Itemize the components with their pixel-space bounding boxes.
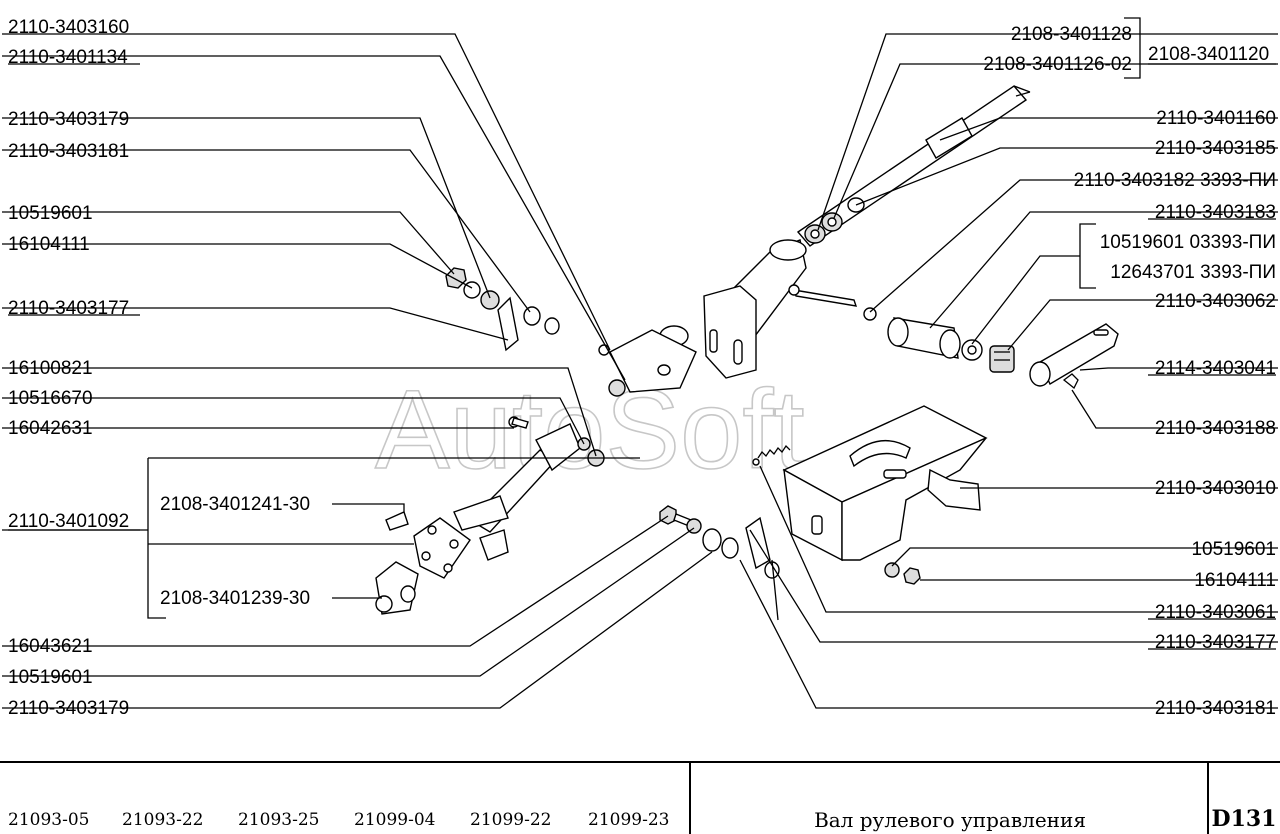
label-right-13: 2110-3403061	[1155, 602, 1276, 623]
model-code: 21093-05	[8, 810, 89, 830]
group-label: 2108-3401120	[1148, 44, 1276, 65]
washer-nut-right	[884, 562, 921, 585]
left-fasteners	[445, 267, 560, 352]
label-right-15: 2110-3403181	[1155, 698, 1276, 719]
model-code: 21093-25	[238, 810, 319, 830]
label-left-6: 16104111	[8, 234, 90, 255]
bottom-fasteners	[659, 505, 780, 579]
label-right-5: 2110-3403182 3393-ПИ	[1074, 170, 1276, 191]
label-right-7: 2110-3403062	[1155, 291, 1276, 312]
footer: 21093-05 21093-22 21093-25 21099-04 2109…	[0, 761, 1280, 834]
label-right-12: 16104111	[1194, 570, 1276, 591]
label-right-10: 2110-3403010	[1155, 478, 1276, 499]
label-right-2: 2108-3401126-02	[983, 54, 1132, 75]
label-left-8: 16100821	[8, 358, 93, 379]
label-right-3: 2110-3401160	[1156, 108, 1276, 129]
label-right-9: 2110-3403188	[1155, 418, 1276, 439]
label-left-4: 2110-3403181	[8, 141, 129, 162]
label-left-3: 2110-3403179	[8, 109, 129, 130]
sheet-title: Вал рулевого управления	[814, 808, 1086, 832]
adjust-nut-3403062	[989, 345, 1015, 373]
bracket-label-1: 10519601 03393-ПИ	[1100, 232, 1276, 253]
label-right-14: 2110-3403177	[1155, 632, 1276, 653]
label-right-6: 2110-3403183	[1155, 202, 1276, 223]
label-right-8: 2114-3403041	[1155, 358, 1276, 379]
bushing-3403183	[887, 317, 983, 361]
joint-3401239	[375, 561, 419, 615]
intermediate-shaft-3401092	[453, 416, 605, 533]
model-code: 21099-04	[354, 810, 435, 830]
labels-right: 2108-3401128 2108-3401126-02 2110-340116…	[983, 24, 1276, 719]
bracket-labels: 10519601 03393-ПИ 12643701 3393-ПИ	[1100, 232, 1276, 283]
label-left-14: 2110-3403179	[8, 698, 129, 719]
label-inner-2: 2108-3401239-30	[160, 588, 310, 609]
label-left-10: 16042631	[8, 418, 93, 439]
model-code: 21099-23	[588, 810, 669, 830]
labels-left: 2110-3403160 2110-3401134 2110-3403179 2…	[8, 17, 140, 719]
label-right-11: 10519601	[1191, 539, 1276, 560]
label-left-11: 2110-3401092	[8, 511, 129, 532]
spring-3403061	[752, 444, 791, 466]
label-left-5: 10519601	[8, 203, 93, 224]
label-right-4: 2110-3403185	[1155, 138, 1276, 159]
bracket-3403010	[782, 405, 988, 562]
label-left-1: 2110-3403160	[8, 17, 129, 38]
steering-column-tube	[598, 239, 807, 397]
label-left-2: 2110-3401134	[8, 47, 128, 68]
bracket-label-2: 12643701 3393-ПИ	[1110, 262, 1276, 283]
label-left-7: 2110-3403177	[8, 298, 129, 319]
model-code: 21099-22	[470, 810, 551, 830]
group-label-text: 2108-3401120	[1148, 44, 1269, 65]
label-inner-1: 2108-3401241-30	[160, 494, 310, 515]
model-code: 21093-22	[122, 810, 203, 830]
sheet-code: D131	[1211, 806, 1276, 832]
flange-3401241	[385, 511, 509, 579]
bolt-3403182	[788, 284, 877, 321]
label-right-1: 2108-3401128	[1011, 24, 1132, 45]
label-left-9: 10516670	[8, 388, 93, 409]
adjust-lever-3403041	[1029, 323, 1119, 390]
label-left-12: 16043621	[8, 636, 93, 657]
labels-inner: 2108-3401241-30 2108-3401239-30	[160, 494, 310, 609]
watermark: AutoSoft	[375, 367, 805, 492]
model-list: 21093-05 21093-22 21093-25 21099-04 2109…	[8, 810, 669, 830]
label-left-13: 10519601	[8, 667, 93, 688]
